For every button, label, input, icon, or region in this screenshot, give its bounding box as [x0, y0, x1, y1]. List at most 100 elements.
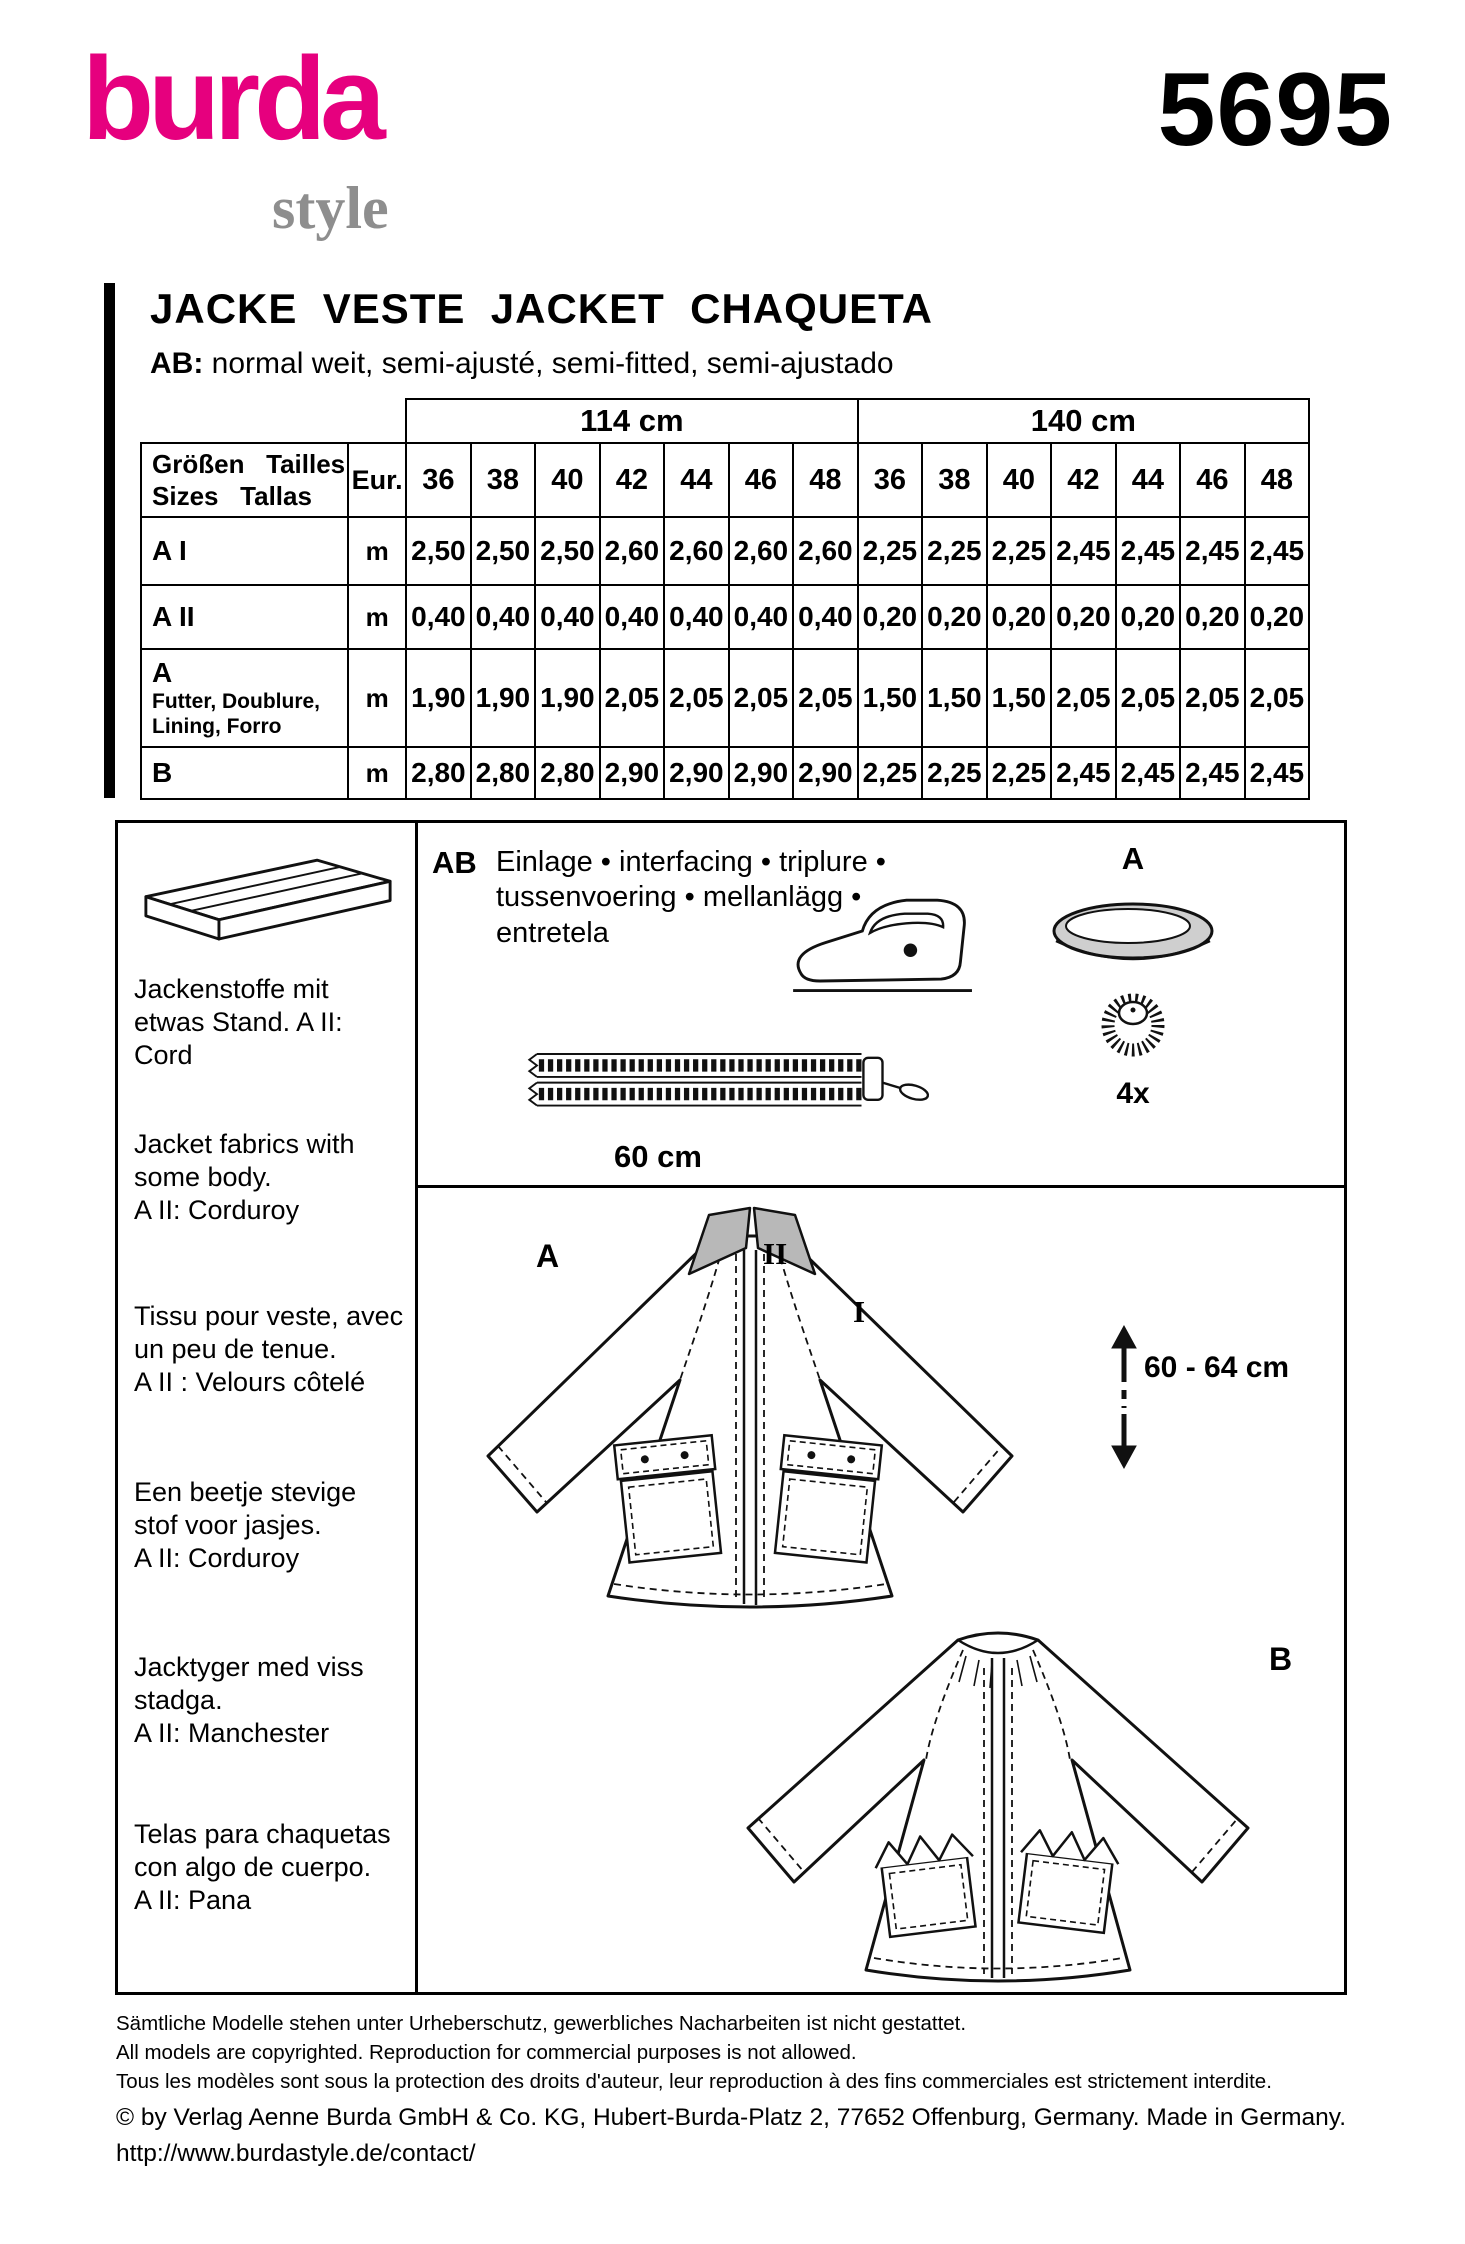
fabric-bolt-icon [144, 858, 392, 941]
width-header-row: 114 cm 140 cm [141, 398, 1311, 444]
fabric-advice-de: Jackenstoffe mit etwas Stand. A II: Cord [134, 974, 343, 1070]
sizes-label-line1: Größen Tailles [152, 448, 346, 479]
yardage-cell: 0,40 [727, 584, 795, 650]
yardage-cell: 1,90 [469, 648, 537, 748]
yardage-cell: 2,25 [921, 746, 988, 800]
legal-line-en: All models are copyrighted. Reproduction… [116, 2041, 857, 2064]
fabric-advice-column: Jackenstoffe mit etwas Stand. A II: Cord… [118, 823, 418, 1992]
size-header-cell: 48 [1243, 442, 1311, 518]
yardage-cell: 0,20 [985, 584, 1053, 650]
unit-cell: m [347, 584, 408, 650]
yardage-cell: 0,20 [1050, 584, 1117, 650]
yardage-cell: 2,50 [405, 516, 472, 586]
pocket-b-right [1017, 1829, 1120, 1935]
pocket-a-left [612, 1433, 723, 1564]
collar-numeral-label: II [763, 1236, 788, 1271]
fit-description: AB: normal weit, semi-ajusté, semi-fitte… [150, 347, 894, 381]
yardage-cell: 2,05 [1179, 648, 1246, 748]
unit-cell: m [347, 648, 408, 748]
size-header-cell: 40 [985, 442, 1053, 518]
yardage-cell: 2,45 [1243, 746, 1311, 800]
size-header-cell: 40 [534, 442, 601, 518]
yardage-cell: 0,40 [663, 584, 730, 650]
yardage-cell: 2,60 [598, 516, 666, 586]
yardage-cell: 0,40 [598, 584, 666, 650]
jacket-b-drawing [746, 1631, 1250, 1983]
yardage-cell: 0,40 [405, 584, 472, 650]
yardage-cell: 2,45 [1114, 746, 1182, 800]
copyright-line: © by Verlag Aenne Burda GmbH & Co. KG, H… [116, 2104, 1347, 2131]
size-header-cell: 44 [663, 442, 730, 518]
size-header-cell: 44 [1114, 442, 1182, 518]
yardage-cell: 2,25 [921, 516, 988, 586]
width-header-114: 114 cm [405, 398, 859, 444]
yardage-cell: 1,90 [534, 648, 601, 748]
size-header-cell: 38 [469, 442, 537, 518]
fabric-advice-fr: Tissu pour veste, avec un peu de tenue. … [134, 1301, 404, 1397]
interfacing-text: Einlage • interfacing • triplure • tusse… [496, 846, 886, 949]
yardage-cell: 2,60 [792, 516, 859, 586]
pocket-b-left [874, 1833, 977, 1939]
yardage-cell: 2,50 [469, 516, 537, 586]
view-label-cell: A II [139, 584, 350, 650]
yardage-cell: 0,20 [1243, 584, 1311, 650]
yardage-cell: 0,20 [921, 584, 988, 650]
yardage-cell: 0,20 [1114, 584, 1182, 650]
collar-shape [687, 1206, 817, 1276]
fit-views-label: AB: [150, 347, 204, 380]
yardage-cell: 0,20 [1179, 584, 1246, 650]
zipper-icon [500, 1033, 950, 1138]
garment-title: JACKE VESTE JACKET CHAQUETA [150, 285, 933, 332]
eur-label-cell: Eur. [347, 442, 408, 518]
yardage-cell: 2,90 [598, 746, 666, 800]
yardage-cell: 2,25 [985, 746, 1053, 800]
yardage-cell: 2,90 [792, 746, 859, 800]
button-view-label: A [1121, 841, 1145, 876]
title-rule [104, 283, 115, 798]
yardage-cell: 0,40 [792, 584, 859, 650]
button-icon [1048, 889, 1218, 1069]
yardage-cell: 2,45 [1179, 746, 1246, 800]
fabric-advice-nl: Een beetje stevige stof voor jasjes. A I… [134, 1477, 357, 1573]
yardage-cell: 2,90 [663, 746, 730, 800]
length-arrow-icon [1111, 1324, 1137, 1470]
size-header-cell: 46 [727, 442, 795, 518]
yardage-cell: 2,05 [1050, 648, 1117, 748]
yardage-cell: 2,45 [1050, 746, 1117, 800]
yardage-cell: 2,05 [727, 648, 795, 748]
yardage-cell: 1,90 [405, 648, 472, 748]
fabric-advice-en: Jacket fabrics with some body. A II: Cor… [134, 1129, 355, 1225]
size-header-cell: 36 [856, 442, 924, 518]
yardage-cell: 1,50 [921, 648, 988, 748]
view-label-cell: B [139, 746, 350, 800]
iron-icon [786, 881, 981, 1006]
yardage-cell: 0,20 [856, 584, 924, 650]
width-header-140: 140 cm [856, 398, 1311, 444]
yardage-cell: 2,25 [985, 516, 1053, 586]
button-count: 4x [1116, 1077, 1150, 1110]
jacket-a-drawing [486, 1234, 1014, 1609]
yardage-cell: 2,50 [534, 516, 601, 586]
zipper-length-label: 60 cm [614, 1139, 702, 1174]
size-header-cell: 42 [598, 442, 666, 518]
size-header-cell: 38 [921, 442, 988, 518]
yardage-cell: 2,05 [598, 648, 666, 748]
size-header-cell: 46 [1179, 442, 1246, 518]
technical-drawings: A II I 60 - 64 cm B [418, 1188, 1347, 1995]
view-a-label: A [536, 1238, 560, 1274]
yardage-table: 114 cm 140 cm Größen Tailles Sizes Talla… [139, 398, 1311, 800]
view-b-label: B [1269, 1641, 1293, 1677]
yardage-cell: 2,25 [856, 516, 924, 586]
sizes-label-cell: Größen Tailles Sizes Tallas [139, 442, 350, 518]
pattern-number: 5695 [1157, 52, 1393, 168]
unit-cell: m [347, 746, 408, 800]
yardage-cell: 2,90 [727, 746, 795, 800]
yardage-cell: 2,80 [405, 746, 472, 800]
yardage-cell: 2,05 [1243, 648, 1311, 748]
body-numeral-label: I [853, 1294, 866, 1329]
